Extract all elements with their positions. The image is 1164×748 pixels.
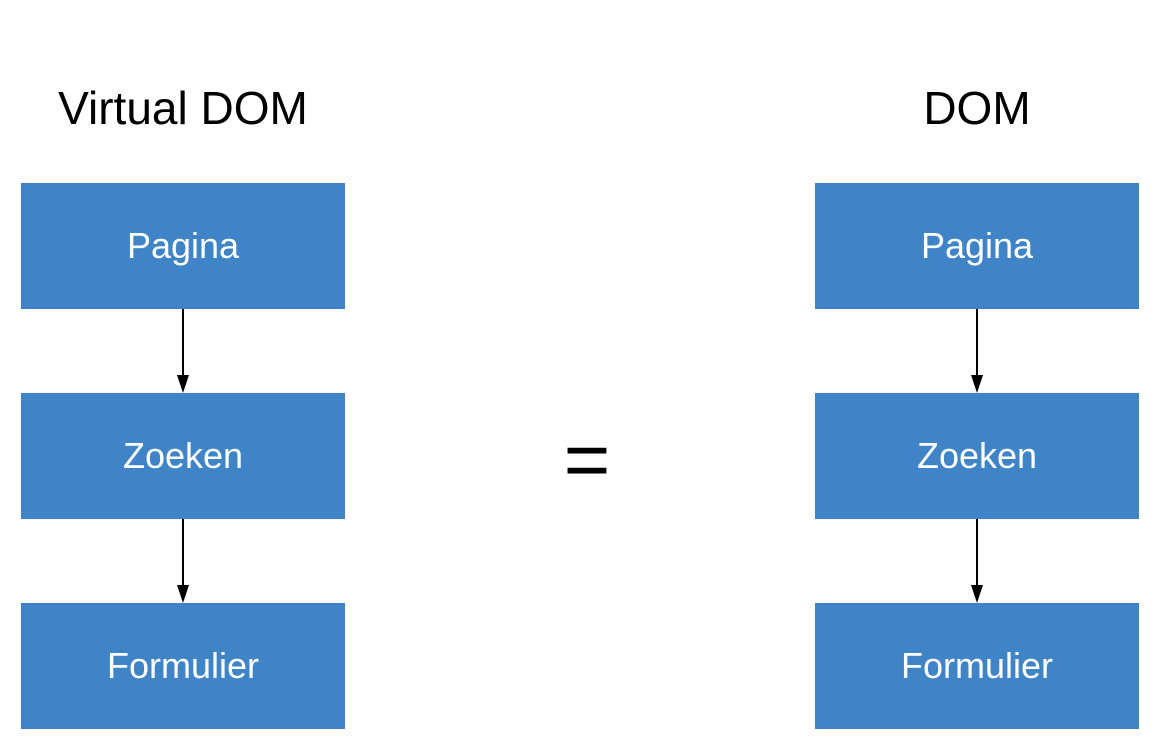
dom-node-pagina: Pagina xyxy=(815,183,1139,309)
node-label: Formulier xyxy=(900,645,1053,686)
arrow-pagina-to-zoeken-right xyxy=(971,309,983,393)
node-label: Formulier xyxy=(106,645,259,686)
arrow-pagina-to-zoeken-left xyxy=(177,309,189,393)
virtual-dom-node-formulier: Formulier xyxy=(21,603,345,729)
virtual-dom-node-pagina: Pagina xyxy=(21,183,345,309)
node-label: Zoeken xyxy=(916,435,1038,476)
arrow-zoeken-to-formulier-right xyxy=(971,519,983,603)
virtual-dom-title: Virtual DOM xyxy=(58,82,308,134)
dom-title: DOM xyxy=(923,82,1031,134)
equals-sign: = xyxy=(563,415,611,504)
arrow-zoeken-to-formulier-left xyxy=(177,519,189,603)
virtual-dom-node-zoeken: Zoeken xyxy=(21,393,345,519)
node-label: Pagina xyxy=(126,225,240,266)
dom-node-formulier: Formulier xyxy=(815,603,1139,729)
node-label: Pagina xyxy=(920,225,1034,266)
dom-node-zoeken: Zoeken xyxy=(815,393,1139,519)
node-label: Zoeken xyxy=(122,435,244,476)
